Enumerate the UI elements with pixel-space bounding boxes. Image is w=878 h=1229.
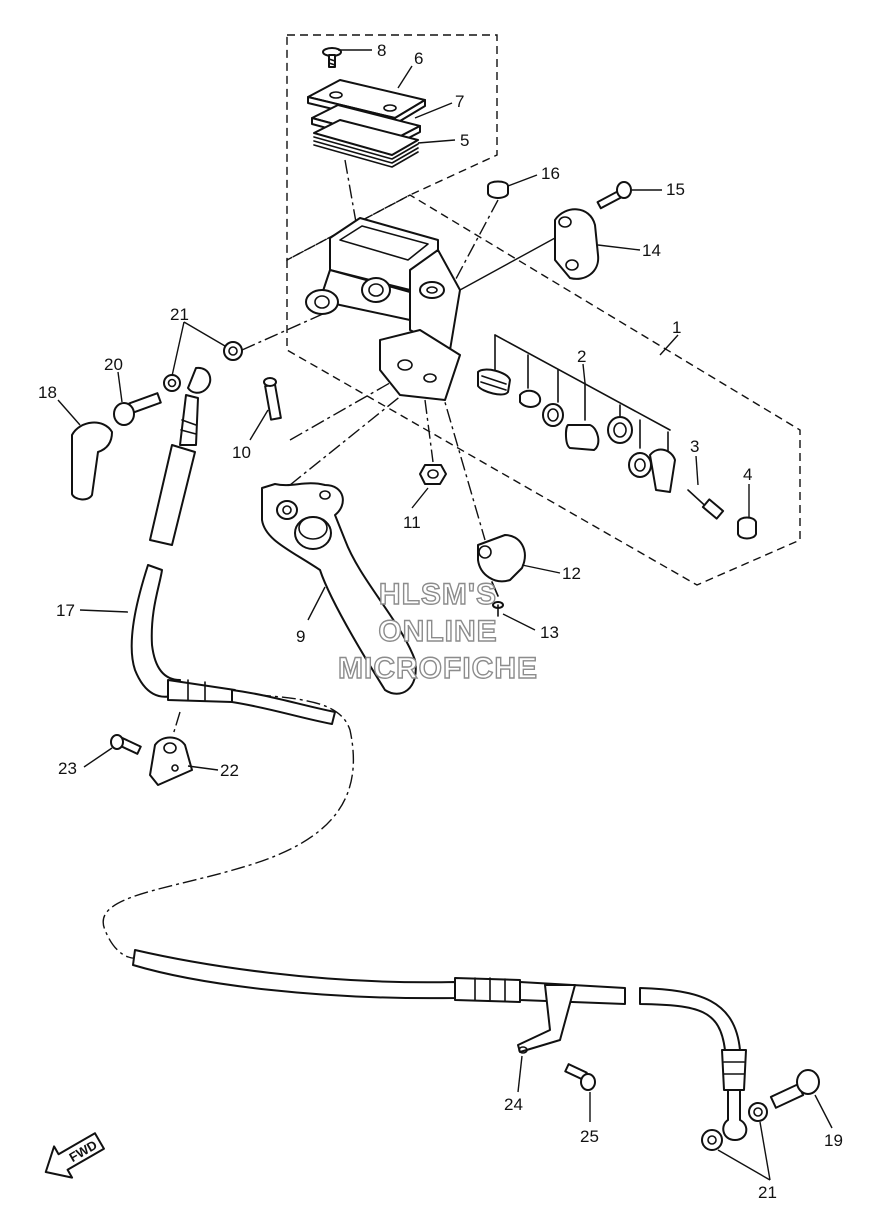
piston-kit-2: [477, 334, 676, 493]
explode-line-10: [289, 379, 396, 441]
screw-8: [322, 47, 342, 68]
washer-21-lower: [163, 374, 181, 392]
master-cylinder-body: [305, 217, 461, 401]
reservoir-cap-group-box: [286, 34, 498, 262]
label-18: 18: [38, 383, 57, 402]
hose-upper-17: [149, 366, 212, 546]
hose-curve-17: [130, 564, 336, 725]
label-3: 3: [690, 437, 699, 456]
push-rod-3: [687, 489, 725, 520]
label-2: 2: [577, 347, 586, 366]
label-10: 10: [232, 443, 251, 462]
part-labels: 8 6 7 5 16 15 14 1 2 3 4 21 20 18 10 11 …: [38, 41, 843, 1202]
washer-21-upper: [223, 341, 243, 361]
label-22: 22: [220, 761, 239, 780]
holder-14: [554, 208, 600, 280]
explode-line-22: [172, 711, 181, 736]
label-21-upper: 21: [170, 305, 189, 324]
label-13: 13: [540, 623, 559, 642]
label-19: 19: [824, 1131, 843, 1150]
bracket-24: [517, 984, 576, 1054]
label-20: 20: [104, 355, 123, 374]
label-15: 15: [666, 180, 685, 199]
label-11: 11: [403, 513, 421, 532]
clamp-22: [149, 736, 193, 786]
label-9: 9: [296, 627, 305, 646]
union-bolt-19: [769, 1069, 820, 1109]
label-17: 17: [56, 601, 75, 620]
washer-21-lower-left: [701, 1129, 723, 1151]
label-4: 4: [743, 465, 752, 484]
switch-12: [477, 534, 526, 597]
explode-line-16: [449, 199, 499, 291]
lever-9: [261, 482, 417, 695]
label-5: 5: [460, 131, 469, 150]
label-24: 24: [504, 1095, 523, 1114]
bolt-10: [263, 377, 282, 421]
label-21-lower: 21: [758, 1183, 777, 1202]
label-25: 25: [580, 1127, 599, 1146]
label-6: 6: [414, 49, 423, 68]
label-8: 8: [377, 41, 386, 60]
label-7: 7: [455, 92, 464, 111]
nut-11: [419, 464, 447, 485]
explode-line-9: [289, 394, 403, 486]
label-23: 23: [58, 759, 77, 778]
explode-line-11: [424, 399, 434, 463]
explode-line-12: [439, 384, 486, 541]
label-12: 12: [562, 564, 581, 583]
watermark-line-1: HLSM'S: [379, 578, 497, 611]
bolt-25: [564, 1063, 596, 1091]
label-16: 16: [541, 164, 560, 183]
explode-line-14: [459, 237, 556, 291]
watermark: HLSM'S ONLINE MICROFICHE: [337, 577, 538, 685]
watermark-line-2: ONLINE: [378, 615, 497, 648]
watermark-line-3: MICROFICHE: [338, 652, 538, 685]
fwd-arrow-icon: FWD: [44, 1132, 105, 1179]
explode-line-cap: [344, 159, 358, 229]
diaphragm-5: [313, 119, 419, 168]
bolt-15: [596, 181, 632, 210]
union-bolt-20: [113, 392, 162, 426]
label-14: 14: [642, 241, 661, 260]
cap-16: [487, 180, 509, 199]
label-leaders: [57, 49, 833, 1181]
screw-13: [492, 601, 504, 617]
washer-21-lower-right: [748, 1102, 768, 1122]
master-cylinder-assembly-box: [286, 194, 801, 586]
label-1: 1: [672, 318, 681, 337]
cover-18: [71, 421, 113, 501]
bolt-23: [110, 734, 142, 755]
boot-4: [737, 516, 757, 540]
explode-line-21: [241, 312, 326, 351]
hose-routing-line: [102, 692, 355, 960]
hose-lower-17: [132, 949, 748, 1141]
